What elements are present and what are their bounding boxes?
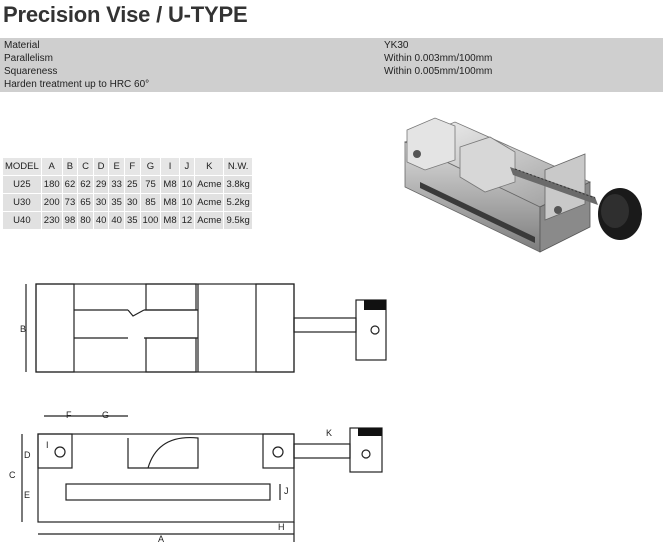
table-cell: 29 <box>93 176 109 193</box>
table-header: E <box>109 158 124 175</box>
model-dimension-table: MODEL A B C D E F G I J K N.W. U25 180 6… <box>2 157 253 230</box>
table-cell: 25 <box>124 176 140 193</box>
table-header: MODEL <box>3 158 41 175</box>
spec-value-parallelism: Within 0.003mm/100mm <box>384 53 493 64</box>
table-cell: U25 <box>3 176 41 193</box>
table-cell: U30 <box>3 194 41 211</box>
table-cell: Acme <box>195 212 224 229</box>
table-cell: 3.8kg <box>224 176 252 193</box>
vise-top-view-drawing: B <box>20 283 387 373</box>
table-cell: 75 <box>140 176 161 193</box>
table-header: C <box>78 158 93 175</box>
table-cell: 9.5kg <box>224 212 252 229</box>
table-header: I <box>161 158 179 175</box>
vise-side-view-drawing: F G I K C D E J H A <box>9 410 383 544</box>
table-cell: 200 <box>41 194 62 211</box>
table-row: U25 180 62 62 29 33 25 75 M8 10 Acme 3.8… <box>3 176 252 193</box>
table-header: F <box>124 158 140 175</box>
table-header: J <box>179 158 195 175</box>
spec-label-material: Material <box>4 40 40 51</box>
spec-label-parallelism: Parallelism <box>4 53 53 64</box>
table-cell: 10 <box>179 194 195 211</box>
table-cell: 40 <box>109 212 124 229</box>
table-header: G <box>140 158 161 175</box>
dim-label-f: F <box>66 410 72 420</box>
table-cell: 180 <box>41 176 62 193</box>
table-cell: 5.2kg <box>224 194 252 211</box>
table-cell: M8 <box>161 176 179 193</box>
dim-label-a: A <box>158 534 164 544</box>
dim-label-b: B <box>20 324 26 334</box>
table-header-row: MODEL A B C D E F G I J K N.W. <box>3 158 252 175</box>
spec-value-material: YK30 <box>384 40 409 51</box>
table-cell: Acme <box>195 176 224 193</box>
table-cell: M8 <box>161 212 179 229</box>
table-cell: Acme <box>195 194 224 211</box>
table-row: U30 200 73 65 30 35 30 85 M8 10 Acme 5.2… <box>3 194 252 211</box>
table-cell: 33 <box>109 176 124 193</box>
table-cell: 62 <box>62 176 78 193</box>
spec-label-harden: Harden treatment up to HRC 60° <box>4 79 150 90</box>
dim-label-j: J <box>284 486 289 496</box>
table-cell: 30 <box>124 194 140 211</box>
table-cell: 35 <box>124 212 140 229</box>
dim-label-d: D <box>24 450 31 460</box>
spec-label-squareness: Squareness <box>4 66 58 77</box>
table-header: K <box>195 158 224 175</box>
page-title: Precision Vise / U-TYPE <box>3 2 248 27</box>
table-cell: 230 <box>41 212 62 229</box>
table-header: N.W. <box>224 158 252 175</box>
table-cell: 30 <box>93 194 109 211</box>
table-cell: U40 <box>3 212 41 229</box>
table-cell: 80 <box>78 212 93 229</box>
dim-label-i: I <box>46 440 49 450</box>
table-cell: 98 <box>62 212 78 229</box>
table-header: B <box>62 158 78 175</box>
table-cell: 73 <box>62 194 78 211</box>
table-cell: 62 <box>78 176 93 193</box>
table-cell: 100 <box>140 212 161 229</box>
spec-value-squareness: Within 0.005mm/100mm <box>384 66 493 77</box>
table-header: D <box>93 158 109 175</box>
dim-label-g: G <box>102 410 109 420</box>
table-cell: M8 <box>161 194 179 211</box>
table-cell: 85 <box>140 194 161 211</box>
table-cell: 12 <box>179 212 195 229</box>
dim-label-c: C <box>9 470 16 480</box>
spec-box: Material YK30 Parallelism Within 0.003mm… <box>0 38 663 92</box>
dim-label-k: K <box>326 428 332 438</box>
dim-label-h: H <box>278 522 285 532</box>
dim-label-e: E <box>24 490 30 500</box>
table-cell: 40 <box>93 212 109 229</box>
table-cell: 65 <box>78 194 93 211</box>
table-cell: 10 <box>179 176 195 193</box>
table-header: A <box>41 158 62 175</box>
table-row: U40 230 98 80 40 40 35 100 M8 12 Acme 9.… <box>3 212 252 229</box>
table-cell: 35 <box>109 194 124 211</box>
vise-product-image <box>404 117 642 253</box>
